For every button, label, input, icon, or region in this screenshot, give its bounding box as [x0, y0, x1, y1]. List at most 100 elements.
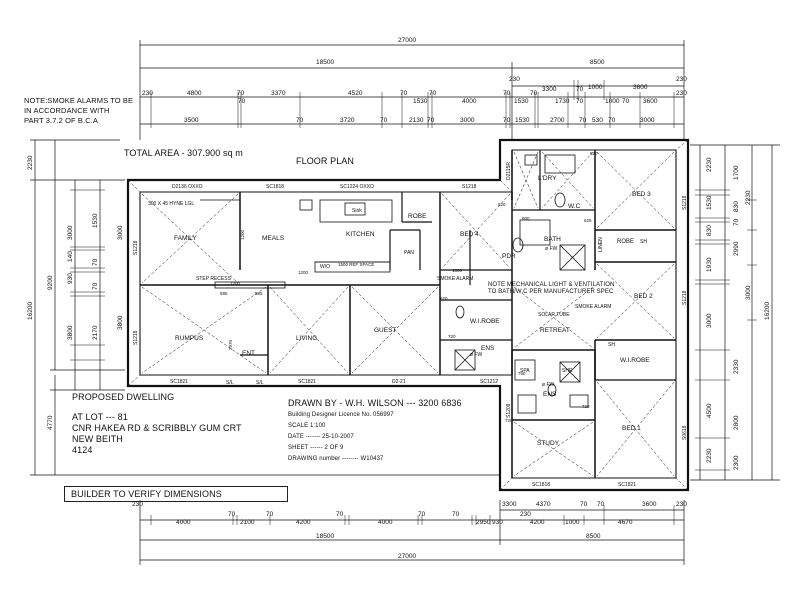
- dim-text: 820: [498, 202, 506, 207]
- room-meals: MEALS: [262, 235, 285, 242]
- room-rumpus: RUMPUS: [175, 335, 204, 342]
- label-window: S1218: [133, 330, 139, 345]
- dim-text: 820: [440, 296, 448, 301]
- dim-text: 70: [452, 511, 460, 518]
- dim-text: 3500: [184, 117, 199, 124]
- sheet-number: SHEET ------ 2 OF 9: [288, 445, 344, 451]
- dim-text: 585: [255, 291, 263, 296]
- dim-text: 1530: [92, 213, 99, 228]
- dim-text: 230: [509, 76, 520, 83]
- dim-text: 2970: [228, 339, 233, 350]
- dim-left-a: 9200: [47, 275, 54, 290]
- room-wirobe: W.I.ROBE: [470, 318, 500, 325]
- bottom-dimensions: [139, 500, 685, 565]
- dim-text: 70: [92, 282, 99, 290]
- drawn-by: DRAWN BY - W.H. WILSON --- 3200 6836: [288, 398, 462, 408]
- dim-right-total: 16200: [764, 302, 771, 320]
- dim-text: 3800: [117, 315, 124, 330]
- smoke-note-line: NOTE:SMOKE ALARMS TO BE: [24, 96, 134, 105]
- label-smoke-alarm: SMOKE ALARM: [437, 276, 473, 282]
- dim-text: 70: [427, 117, 435, 124]
- dim-text: 820: [590, 151, 598, 156]
- dim-text: 930: [492, 519, 503, 526]
- label-floor-waste: ø FW: [542, 382, 554, 388]
- dim-text: 70: [336, 511, 344, 518]
- dim-text: 230: [676, 90, 687, 97]
- dim-text: 3000: [67, 225, 74, 240]
- dim-text: 4000: [176, 519, 191, 526]
- label-window: SC1821: [298, 379, 316, 385]
- dim-top-right: 8500: [590, 59, 605, 66]
- left-dimension-text: 2230 16200 9200 4770 3000 140 930 3800 1…: [27, 155, 124, 430]
- dim-text: 2300: [733, 455, 740, 470]
- dim-text: 70: [238, 98, 246, 105]
- dim-text: 1530: [706, 195, 713, 210]
- dim-text: 3600: [642, 501, 657, 508]
- dim-text: 230: [142, 90, 153, 97]
- room-robe: ROBE: [408, 213, 427, 220]
- dim-text: 585: [220, 291, 228, 296]
- dim-text: 4370: [536, 501, 551, 508]
- dim-text: 2700: [550, 117, 565, 124]
- designer-licence: Building Designer Licence No. 056997: [288, 412, 394, 418]
- room-robe-bed3: ROBE: [617, 239, 634, 245]
- smoke-note-line: PART 3.7.2 OF B.C.A: [24, 116, 99, 125]
- room-retreat: RETREAT: [540, 327, 570, 334]
- room-family: FAMILY: [174, 235, 197, 242]
- dim-text: 1530: [515, 117, 530, 124]
- dim-text: 760: [518, 371, 526, 376]
- site-address: AT LOT --- 81 CNR HAKEA RD & SCRIBBLY GU…: [72, 412, 242, 456]
- dim-text: 1200: [298, 270, 309, 275]
- room-guest: GUEST: [374, 327, 396, 334]
- dim-text: 2330: [733, 359, 740, 374]
- room-bed4: BED 4: [460, 231, 479, 238]
- room-wc: W.C: [568, 203, 581, 210]
- dim-text: 2100: [240, 519, 255, 526]
- label-spa: SPA: [520, 368, 530, 374]
- label-sidelight: S/L: [226, 380, 234, 386]
- room-pantry: PAN: [404, 250, 414, 256]
- label-solar-tube: SOLAR TUBE: [538, 312, 570, 318]
- dim-text: 230: [676, 76, 687, 83]
- dim-text: 4000: [462, 98, 477, 105]
- proposed-dwelling: PROPOSED DWELLING: [72, 392, 175, 402]
- fixture-labels: 300 X 45 HYNE LGL Sink W/O 1500 REF SPAC…: [133, 162, 688, 488]
- room-bath: BATH: [544, 236, 561, 243]
- total-area: TOTAL AREA - 307.900 sq m: [124, 148, 243, 158]
- dim-text: 1530: [514, 98, 529, 105]
- label-window: S1209: [506, 403, 512, 418]
- label-fridge-space: 1500 REF SPACE: [338, 262, 374, 267]
- dim-text: 70: [597, 501, 605, 508]
- dim-text: 830: [733, 201, 740, 212]
- bottom-dimension-text: 230 70 70 4370 70 3600 230 4000 2100 420…: [132, 501, 687, 560]
- dim-text: 3300: [502, 501, 517, 508]
- smoke-alarm-note: NOTE:SMOKE ALARMS TO BE IN ACCORDANCE WI…: [24, 96, 133, 126]
- dim-text: 70: [228, 511, 236, 518]
- room-linen: LINEN: [598, 237, 604, 252]
- label-window: S1218: [682, 290, 688, 305]
- right-dimension-text: 2230 1530 830 1930 3000 4500 2230 1700 8…: [706, 157, 771, 470]
- label-shelf: SH: [608, 342, 615, 348]
- dim-bottom-total: 27000: [398, 553, 416, 560]
- dim-text: 70: [733, 218, 740, 226]
- label-floor-waste: ø FW: [470, 352, 482, 358]
- dim-text: 3600: [633, 84, 648, 91]
- dim-text: 70: [418, 511, 426, 518]
- dim-text: 1000: [588, 84, 603, 91]
- dim-text: 530: [592, 117, 603, 124]
- dim-text: 70: [579, 117, 587, 124]
- dim-text: 3370: [271, 90, 286, 97]
- label-step-recess: STEP RECESS: [196, 276, 232, 282]
- label-window: D2136 OXXO: [172, 184, 203, 190]
- label-sink: Sink: [352, 208, 362, 214]
- dim-text: 70: [237, 90, 245, 97]
- mech-vent-note: NOTE MECHANICAL LIGHT & VENTILATION TO B…: [488, 282, 614, 296]
- label-window: SC1212: [480, 379, 498, 385]
- room-kitchen: KITCHEN: [346, 231, 375, 238]
- dim-text: 3720: [340, 117, 355, 124]
- dim-text: 230: [132, 501, 143, 508]
- dim-text: 3000: [640, 117, 655, 124]
- floor-plan-title: FLOOR PLAN: [296, 156, 355, 166]
- smoke-note-line: IN ACCORDANCE WITH: [24, 106, 110, 115]
- dim-bottom-left: 18500: [316, 533, 334, 540]
